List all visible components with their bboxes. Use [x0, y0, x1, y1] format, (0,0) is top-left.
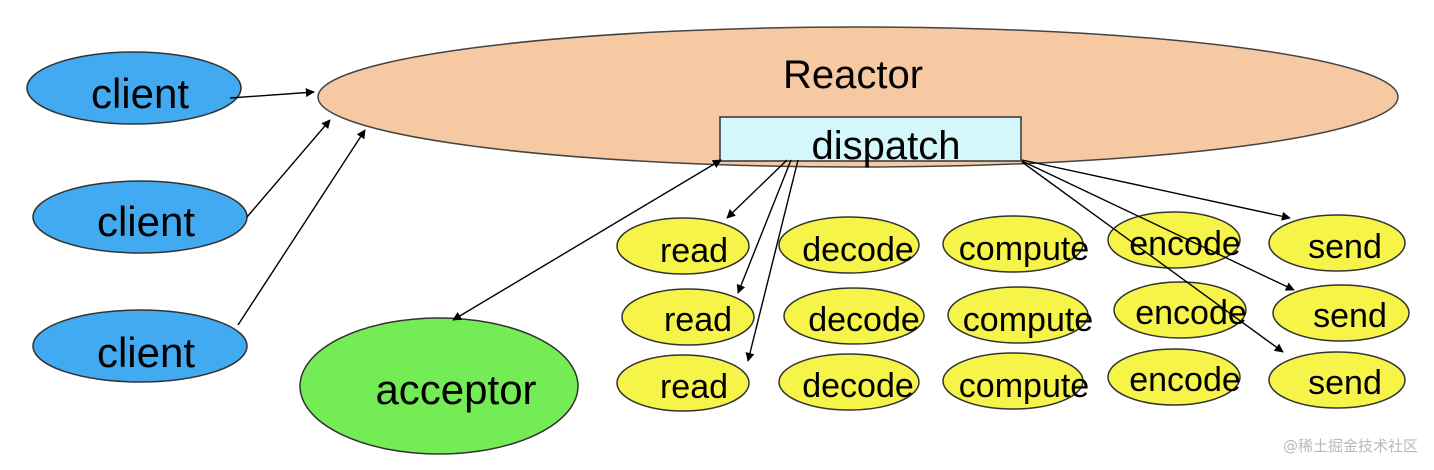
task-send-row3-label: send: [1308, 364, 1382, 402]
arrow-dispatch-acceptor: [452, 159, 722, 321]
task-send-row3: send: [1268, 351, 1406, 409]
arrow-dispatch-send3: [1021, 161, 1284, 353]
task-encode-row2: encode: [1113, 281, 1247, 339]
task-send-row1: send: [1268, 214, 1406, 272]
reactor-label: Reactor: [783, 53, 923, 97]
task-decode-row2: decode: [783, 287, 925, 345]
task-decode-row1: decode: [778, 216, 920, 274]
client-label-3: client: [97, 329, 195, 376]
task-compute-row1: compute: [942, 215, 1089, 273]
arrows: [229, 88, 1295, 362]
arrow-dispatch-read2: [736, 159, 792, 294]
task-compute-row2-label: compute: [963, 301, 1093, 339]
task-decode-row3: decode: [778, 353, 920, 411]
client-node-1: client: [26, 51, 242, 125]
task-decode-row3-label: decode: [802, 367, 914, 405]
arrow-dispatch-read3: [745, 159, 799, 362]
client-label-1: client: [91, 70, 189, 117]
task-read-row2-label: read: [664, 301, 732, 339]
task-decode-row2-label: decode: [808, 301, 920, 339]
task-compute-row3: compute: [942, 352, 1089, 410]
client-node-2: client: [32, 180, 248, 254]
acceptor-label: acceptor: [375, 366, 536, 413]
task-decode-row1-label: decode: [802, 231, 914, 269]
task-send-row1-label: send: [1308, 228, 1382, 266]
arrow-client2-reactor: [246, 119, 331, 218]
task-send-row2-label: send: [1313, 297, 1387, 335]
task-encode-row3: encode: [1107, 348, 1241, 406]
acceptor-node: acceptor: [299, 317, 579, 455]
task-read-row3-label: read: [660, 368, 728, 406]
task-read-row3: read: [616, 354, 750, 412]
task-encode-row1: encode: [1107, 211, 1241, 269]
arrow-dispatch-read1: [726, 159, 788, 219]
task-compute-row3-label: compute: [959, 367, 1089, 405]
task-encode-row3-label: encode: [1129, 361, 1241, 399]
client-label-2: client: [97, 198, 195, 245]
task-read-row1: read: [616, 217, 750, 275]
task-read-row2: read: [621, 288, 755, 346]
arrow-dispatch-send1: [1021, 159, 1291, 221]
watermark: @稀土掘金技术社区: [1282, 437, 1418, 455]
arrow-client3-reactor: [237, 129, 366, 326]
task-encode-row2-label: encode: [1135, 294, 1247, 332]
client-node-3: client: [32, 309, 248, 383]
task-read-row1-label: read: [660, 232, 728, 270]
task-send-row2: send: [1272, 284, 1410, 342]
task-compute-row1-label: compute: [959, 230, 1089, 268]
dispatch-node: dispatch: [719, 116, 1022, 168]
arrow-dispatch-send2: [1021, 160, 1295, 291]
dispatch-label: dispatch: [812, 124, 961, 168]
arrow-client1-reactor: [229, 88, 315, 99]
task-compute-row2: compute: [947, 286, 1093, 344]
reactor-node: Reactor: [317, 26, 1399, 168]
